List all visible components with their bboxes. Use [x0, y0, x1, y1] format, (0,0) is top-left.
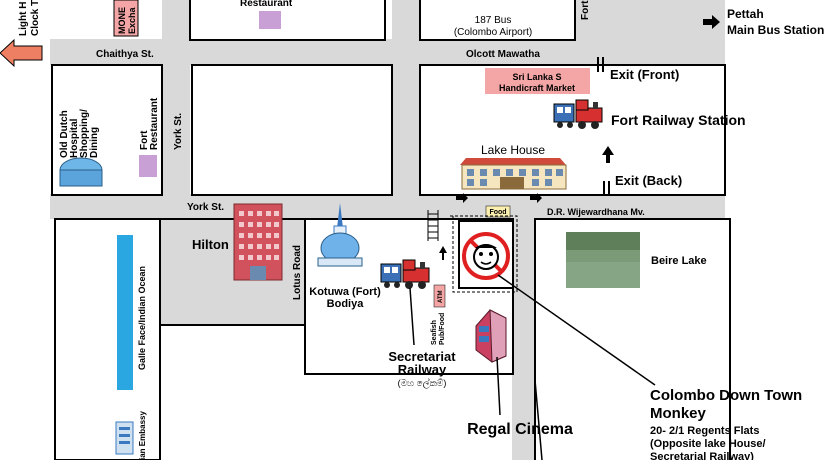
food-box — [485, 205, 511, 218]
old-dutch-label-1: Old Dutch — [59, 110, 70, 158]
exit-back-label: Exit (Back) — [615, 173, 682, 188]
money-exchange-box — [113, 0, 139, 37]
embassy-building-icon — [115, 421, 134, 455]
block-bottom-left-a — [54, 218, 161, 460]
fort-restaurant-marker — [139, 155, 157, 177]
atm-box — [433, 284, 446, 308]
galle-face-ocean — [117, 235, 133, 390]
secretariat-label-2: Railway — [398, 362, 447, 377]
downtown-pointer — [497, 274, 656, 386]
west-arrow-icon — [0, 38, 43, 68]
olcott-mawatha-label: Olcott Mawatha — [466, 49, 540, 60]
galle-face-label: Galle Face/Indian Ocean — [137, 266, 147, 370]
seafish-label-2: Pub/Food — [439, 313, 446, 345]
downtown-address-3: Secretarial Railway) — [650, 451, 754, 460]
kotuwa-label-2: Bodiya — [327, 298, 365, 310]
handicraft-label-2: Handicraft Market — [499, 83, 575, 93]
seafish-label-1: Seafish — [431, 320, 438, 345]
cinema-pointer — [496, 356, 501, 416]
kotuwa-label-1: Kotuwa (Fort) — [309, 286, 381, 298]
old-dutch-label-3: Shopping/ — [79, 109, 90, 158]
fort-railway-station-label: Fort Railway Station — [611, 112, 746, 128]
old-dutch-label-4: Dining — [89, 127, 100, 158]
downtown-address-1: 20- 2/1 Regents Flats — [650, 425, 759, 437]
york-st-vertical-label: York St. — [173, 113, 184, 150]
lotus-road — [160, 219, 305, 325]
up-arrow-icon — [602, 146, 614, 163]
indian-embassy-label: ian Embassy — [138, 411, 147, 460]
bus-187-sub-label: (Colombo Airport) — [454, 27, 532, 38]
old-dutch-building-icon — [59, 157, 103, 187]
restaurant-marker — [259, 11, 281, 29]
regal-cinema-label: Regal Cinema — [467, 421, 573, 438]
road-pointer — [534, 379, 543, 460]
block-mid — [191, 64, 393, 196]
dagoba-icon — [317, 203, 363, 267]
beire-lake-photo — [566, 232, 640, 288]
hilton-label: Hilton — [192, 237, 229, 252]
lake-house-building-icon — [460, 158, 567, 190]
road-arrow-icon-1 — [456, 193, 468, 203]
road-arrow-icon-2 — [530, 193, 542, 203]
money-exchange-label-2: Excha — [127, 6, 137, 34]
main-bus-station-label: Main Bus Station — [727, 23, 824, 37]
exit-front-label: Exit (Front) — [610, 67, 679, 82]
secretariat-label-1: Secretariat — [388, 349, 456, 364]
fort-vertical-road — [392, 0, 420, 220]
secretariat-train-icon — [380, 259, 430, 289]
north-arrow-icon — [439, 246, 447, 260]
downtown-address-2: (Opposite lake House/ — [650, 438, 766, 450]
crossing-icon — [427, 210, 439, 241]
york-st-label: York St. — [187, 202, 224, 213]
secretariat-sinhala-label: (මහ ලේකම්) — [398, 378, 447, 389]
beire-lake-label: Beire Lake — [651, 255, 707, 267]
train-icon — [553, 99, 603, 129]
restaurant-label: Restaurant — [240, 0, 293, 9]
fort-restaurant-label-1: Fort — [139, 130, 150, 150]
right-vertical-road — [575, 0, 595, 60]
fort-top-label: Fort — [580, 0, 591, 20]
block-top-right — [419, 0, 576, 41]
hilton-building-icon — [233, 203, 283, 281]
food-label: Food — [489, 209, 506, 216]
block-top-mid — [189, 0, 386, 41]
secretariat-pointer — [409, 287, 415, 346]
pettah-label: Pettah — [727, 7, 764, 21]
chaithya-vertical-road — [162, 0, 190, 220]
downtown-title-1: Colombo Down Town — [650, 387, 802, 404]
atm-label: ATM — [438, 290, 444, 303]
chaithya-st-label: Chaithya St. — [96, 49, 154, 60]
money-exchange-label: MONE — [117, 7, 127, 34]
clock-tower-label: Clock T — [30, 0, 41, 36]
fort-restaurant-label-2: Restaurant — [149, 97, 160, 150]
lake-house-label: Lake House — [481, 143, 545, 157]
light-house-label: Light H — [18, 2, 29, 36]
handicraft-market-box — [485, 68, 590, 94]
lotus-road-label: Lotus Road — [292, 245, 303, 300]
road-edge — [159, 218, 306, 326]
bus-187-label: 187 Bus — [475, 15, 512, 26]
dr-wijewardhana-label: D.R. Wijewardhana Mv. — [547, 207, 645, 217]
downtown-title-2: Monkey — [650, 405, 707, 422]
walking-path — [450, 215, 518, 293]
pettah-arrow-icon — [703, 15, 720, 29]
old-dutch-label-2: Hospital — [69, 118, 80, 158]
handicraft-label-1: Sri Lanka S — [512, 72, 561, 82]
downtown-monkey-logo-icon — [462, 232, 510, 280]
cinema-building-icon — [475, 309, 507, 363]
